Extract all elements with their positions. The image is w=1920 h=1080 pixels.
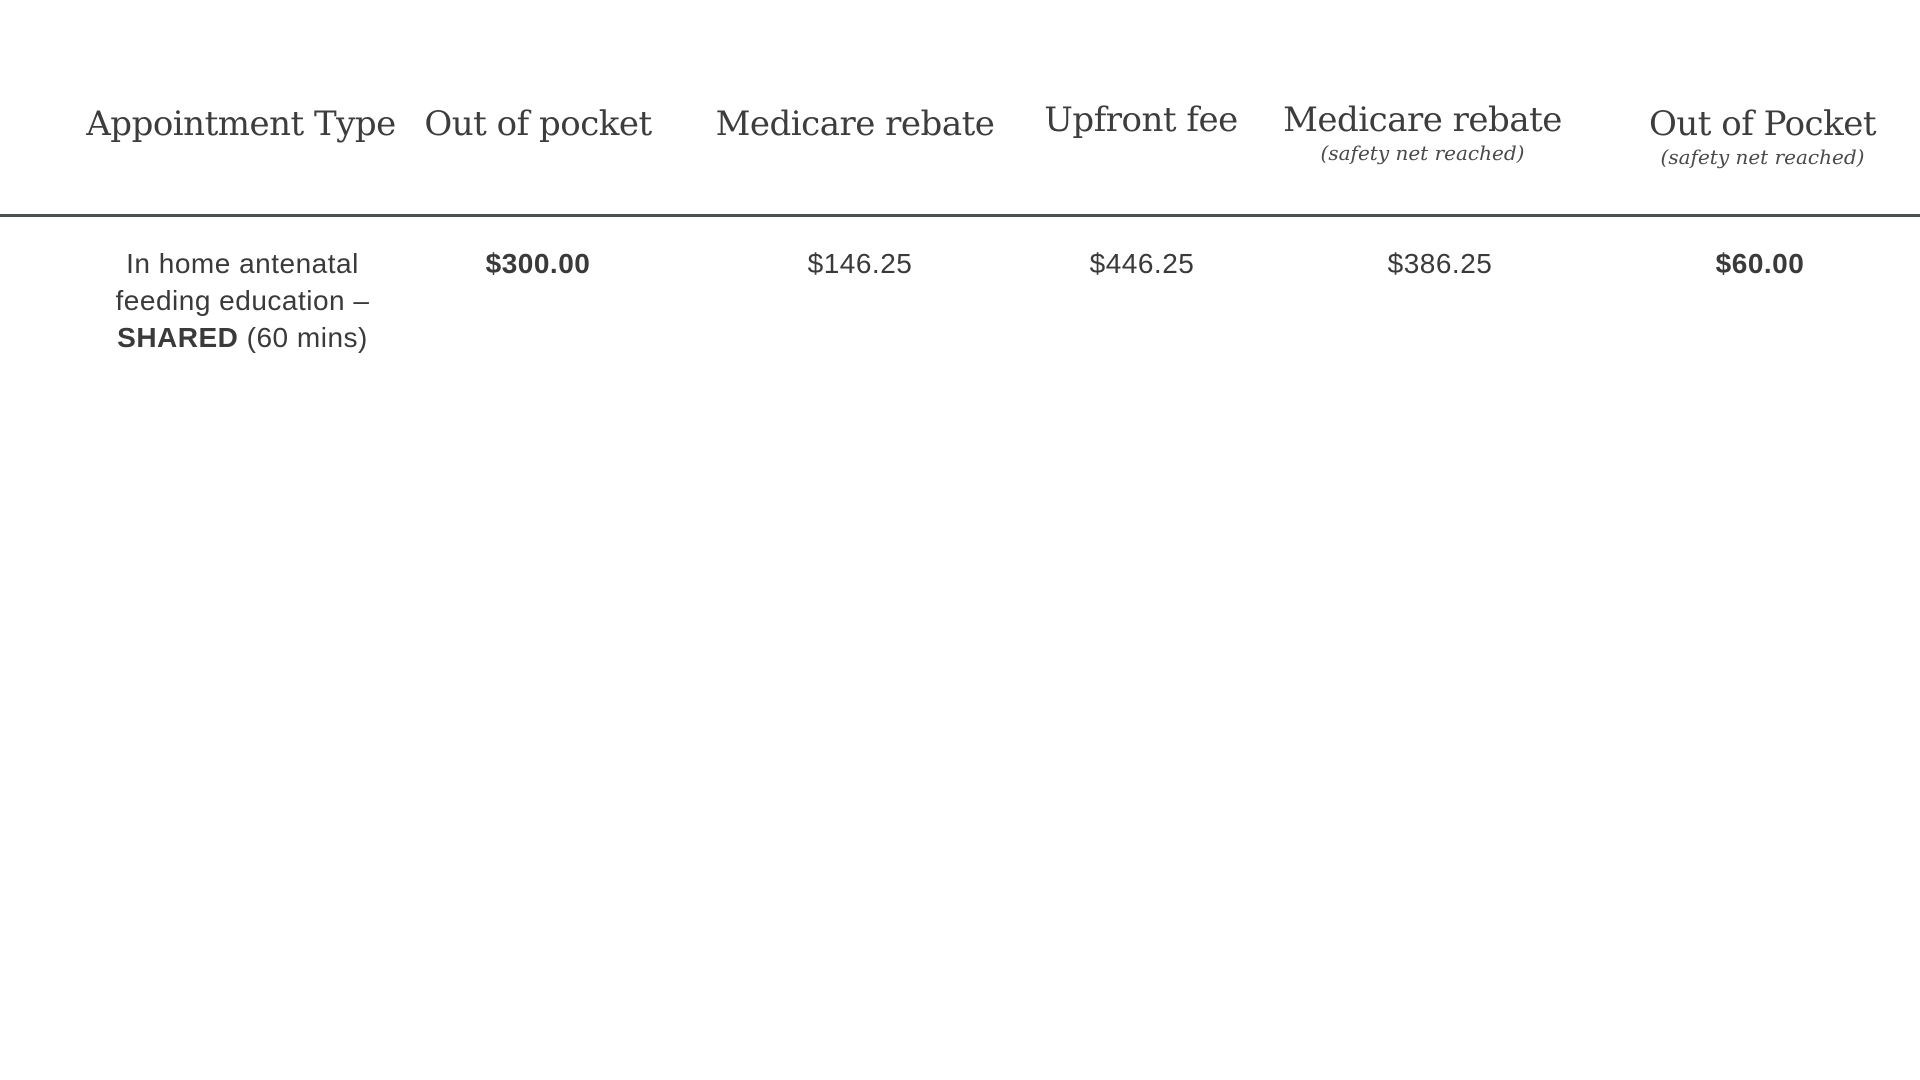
appointment-line: In home antenatal [126, 248, 359, 279]
appointment-line: SHARED (60 mins) [70, 319, 415, 356]
header-out-of-pocket: Out of pocket [400, 104, 676, 144]
header-medicare-rebate: Medicare rebate [705, 104, 1005, 144]
header-medicare-rebate-safety-net: Medicare rebate (safety net reached) [1270, 100, 1575, 166]
header-upfront-fee: Upfront fee [1030, 100, 1252, 140]
header-title: Out of Pocket [1648, 104, 1877, 144]
table-header-row: Appointment Type Out of pocket Medicare … [0, 0, 1920, 217]
cell-medicare-rebate-safety-net: $386.25 [1387, 248, 1493, 279]
header-title: Out of pocket [424, 104, 652, 144]
cell-out-of-pocket-safety-net: $60.00 [1715, 248, 1805, 279]
header-title: Medicare rebate [715, 104, 995, 144]
header-subtitle: (safety net reached) [1660, 145, 1865, 169]
pricing-table: Appointment Type Out of pocket Medicare … [0, 0, 1920, 377]
table-row: In home antenatal feeding education – SH… [0, 217, 1920, 377]
header-subtitle: (safety net reached) [1320, 141, 1525, 165]
cell-medicare-rebate: $146.25 [807, 248, 913, 279]
header-title: Upfront fee [1044, 100, 1238, 140]
cell-appointment-type: In home antenatal feeding education – SH… [70, 245, 415, 356]
header-title: Medicare rebate [1283, 100, 1562, 140]
cell-upfront-fee: $446.25 [1089, 248, 1195, 279]
appointment-duration: (60 mins) [238, 322, 368, 353]
cell-out-of-pocket: $300.00 [485, 248, 591, 279]
header-title: Appointment Type [86, 104, 396, 144]
appointment-shared-label: SHARED [117, 322, 239, 353]
appointment-line: feeding education – [115, 285, 370, 316]
header-appointment-type: Appointment Type [60, 104, 422, 144]
header-out-of-pocket-safety-net: Out of Pocket (safety net reached) [1610, 104, 1915, 170]
